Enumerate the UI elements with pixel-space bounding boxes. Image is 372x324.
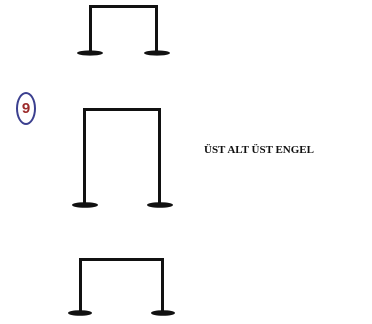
gate-top-left-post (89, 6, 92, 53)
gate-top-right-foot (144, 50, 170, 56)
gate-top-bar (89, 5, 158, 8)
gate-middle-left-post (83, 110, 86, 205)
gate-middle-bar (83, 108, 161, 111)
gate-bottom-left-post (79, 259, 82, 312)
gate-bottom-right-foot (151, 310, 175, 316)
gate-top-right-post (155, 6, 158, 53)
gate-bottom-right-post (161, 259, 164, 312)
gate-middle (72, 108, 173, 208)
gate-middle-right-post (158, 110, 161, 205)
gate-bottom-bar (79, 258, 164, 261)
gate-middle-right-foot (147, 202, 173, 208)
number-badge: 9 (16, 92, 36, 125)
caption-text: ÜST ALT ÜST ENGEL (204, 144, 314, 156)
gate-middle-left-foot (72, 202, 98, 208)
number-badge-label: 9 (21, 100, 31, 117)
gate-top-left-foot (77, 50, 103, 56)
gate-top (77, 5, 170, 56)
gate-bottom (68, 258, 175, 316)
gate-bottom-left-foot (68, 310, 92, 316)
